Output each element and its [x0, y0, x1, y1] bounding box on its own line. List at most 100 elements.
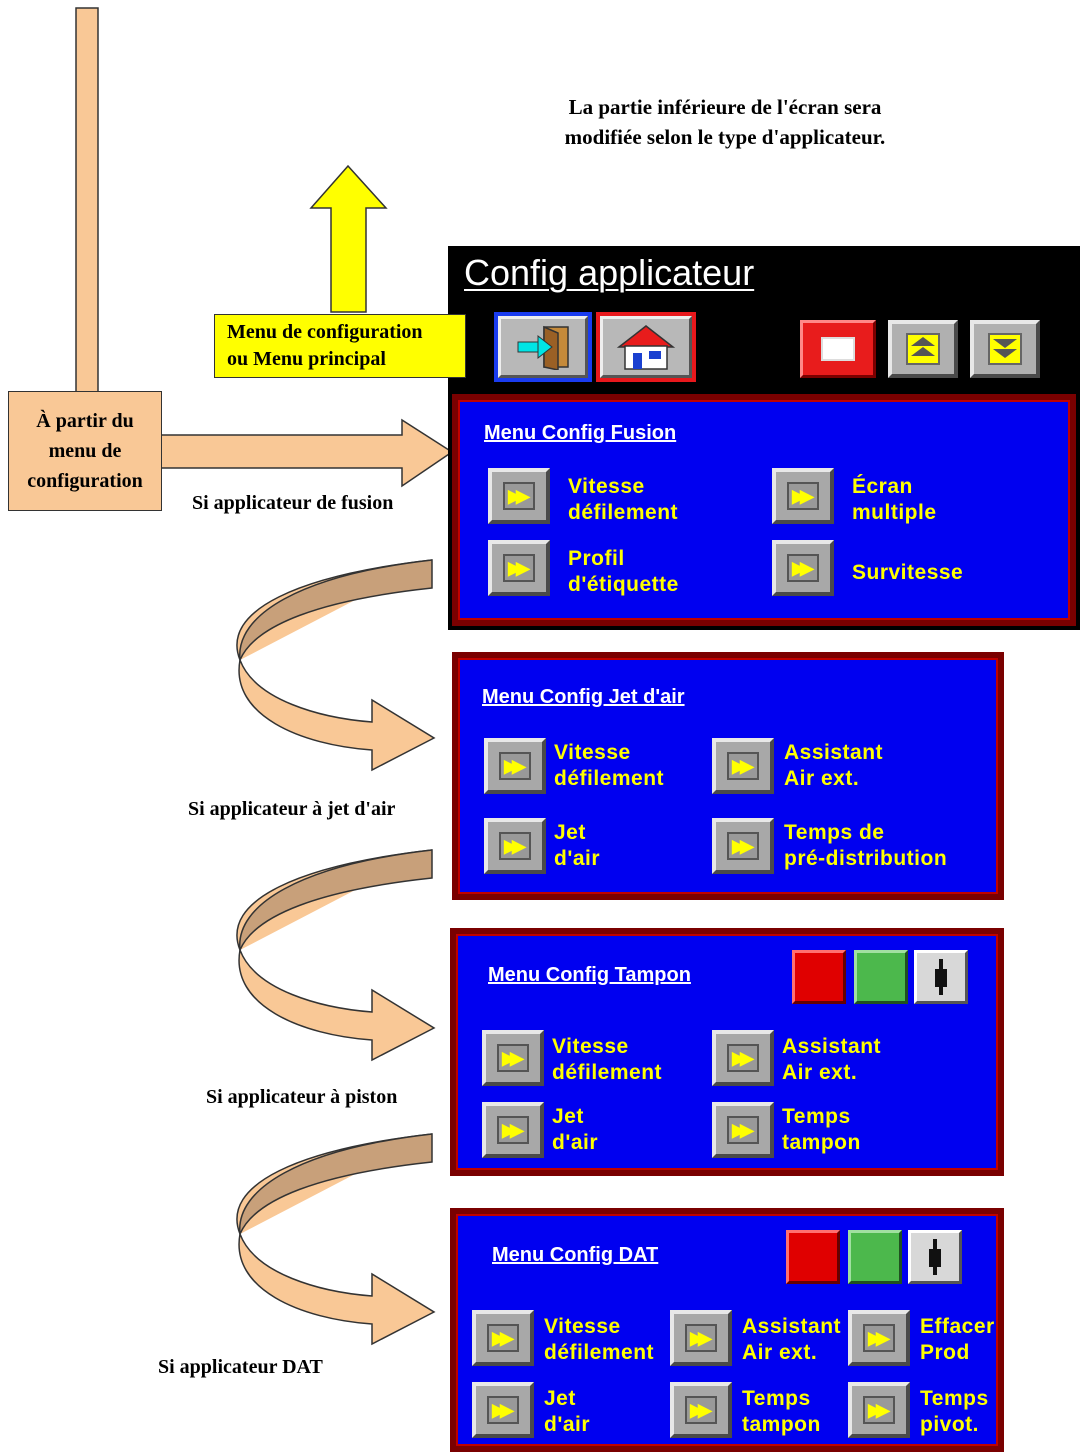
top-note: La partie inférieure de l'écran sera mod…: [520, 92, 930, 152]
dat-green-button[interactable]: [848, 1230, 902, 1284]
fast-forward-icon: ▶▶: [727, 1044, 759, 1072]
dat-assistant-button[interactable]: ▶▶: [670, 1310, 732, 1366]
dat-vitesse-label: Vitesse défilement: [544, 1315, 655, 1364]
dat-red-button[interactable]: [786, 1230, 840, 1284]
fast-forward-icon: ▶▶: [787, 482, 819, 510]
condition-jet: Si applicateur à jet d'air: [188, 798, 396, 820]
dat-temps-pivot-label: Temps pivot.: [920, 1387, 989, 1436]
fusion-vitesse-label: Vitesse défilement: [568, 475, 679, 524]
fast-forward-icon: ▶▶: [497, 1116, 529, 1144]
jet-temps-label: Temps de pré-distribution: [784, 821, 948, 870]
jet-assistant-label: Assistant Air ext.: [784, 741, 884, 790]
dat-effacer-label: Effacer Prod: [920, 1315, 995, 1364]
fusion-panel: Menu Config Fusion ▶▶ Vitesse défilement…: [452, 394, 1076, 626]
condition-piston: Si applicateur à piston: [206, 1086, 398, 1108]
curved-arrow-2: [236, 849, 436, 1062]
jet-vitesse-label: Vitesse défilement: [554, 741, 665, 790]
piston-icon: [929, 1239, 941, 1275]
jet-panel: Menu Config Jet d'air ▶▶ Vitesse défilem…: [452, 652, 1004, 900]
dat-effacer-button[interactable]: ▶▶: [848, 1310, 910, 1366]
tampon-panel: Menu Config Tampon ▶▶ Vitesse défilement…: [450, 928, 1004, 1176]
curved-arrow-1: [236, 559, 436, 772]
jet-jet-label: Jet d'air: [554, 821, 601, 870]
yellow-callout-line-1: Menu de configuration: [227, 321, 423, 343]
tampon-temps-label: Temps tampon: [782, 1105, 861, 1154]
fusion-survitesse-label: Survitesse: [852, 561, 964, 584]
fast-forward-icon: ▶▶: [727, 832, 759, 860]
fast-forward-icon: ▶▶: [863, 1396, 895, 1424]
fast-forward-icon: ▶▶: [503, 554, 535, 582]
fast-forward-icon: ▶▶: [787, 554, 819, 582]
fusion-panel-title: Menu Config Fusion: [484, 422, 677, 444]
yellow-up-arrow: [309, 164, 388, 313]
right-arrow-to-fusion: [159, 418, 454, 488]
fusion-vitesse-button[interactable]: ▶▶: [488, 468, 550, 524]
dat-jet-label: Jet d'air: [544, 1387, 591, 1436]
vertical-arrow-shaft: [75, 7, 99, 393]
dat-panel-title: Menu Config DAT: [492, 1244, 659, 1266]
tampon-assistant-label: Assistant Air ext.: [782, 1035, 882, 1084]
page-down-icon: [988, 333, 1022, 365]
fast-forward-icon: ▶▶: [685, 1396, 717, 1424]
dat-piston-button[interactable]: [908, 1230, 962, 1284]
tampon-piston-button[interactable]: [914, 950, 968, 1004]
dat-panel: Menu Config DAT ▶▶ Vitesse défilement ▶▶…: [450, 1208, 1004, 1452]
stop-square-icon: [821, 337, 855, 361]
condition-fusion: Si applicateur de fusion: [192, 492, 394, 514]
fast-forward-icon: ▶▶: [499, 832, 531, 860]
tampon-vitesse-button[interactable]: ▶▶: [482, 1030, 544, 1086]
tampon-assistant-button[interactable]: ▶▶: [712, 1030, 774, 1086]
orange-callout-line-2: menu de: [48, 440, 122, 462]
dat-jet-button[interactable]: ▶▶: [472, 1382, 534, 1438]
jet-vitesse-button[interactable]: ▶▶: [484, 738, 546, 794]
exit-door-icon: [517, 325, 569, 370]
fusion-profil-button[interactable]: ▶▶: [488, 540, 550, 596]
home-button[interactable]: [596, 312, 696, 382]
jet-jet-button[interactable]: ▶▶: [484, 818, 546, 874]
page-up-button[interactable]: [888, 320, 958, 378]
stop-button[interactable]: [800, 320, 876, 378]
top-note-line-1: La partie inférieure de l'écran sera: [568, 95, 882, 119]
top-note-line-2: modifiée selon le type d'applicateur.: [564, 125, 886, 149]
tampon-temps-button[interactable]: ▶▶: [712, 1102, 774, 1158]
orange-callout-line-1: À partir du: [36, 410, 134, 432]
dat-temps-pivot-button[interactable]: ▶▶: [848, 1382, 910, 1438]
page-up-icon: [906, 333, 940, 365]
condition-dat: Si applicateur DAT: [158, 1356, 323, 1378]
dat-assistant-label: Assistant Air ext.: [742, 1315, 842, 1364]
jet-assistant-button[interactable]: ▶▶: [712, 738, 774, 794]
piston-icon: [935, 959, 947, 995]
fast-forward-icon: ▶▶: [503, 482, 535, 510]
fast-forward-icon: ▶▶: [863, 1324, 895, 1352]
tampon-vitesse-label: Vitesse défilement: [552, 1035, 663, 1084]
page-down-button[interactable]: [970, 320, 1040, 378]
tampon-green-button[interactable]: [854, 950, 908, 1004]
orange-callout: À partir du menu de configuration: [8, 391, 162, 511]
fusion-survitesse-button[interactable]: ▶▶: [772, 540, 834, 596]
fast-forward-icon: ▶▶: [727, 1116, 759, 1144]
curved-arrow-3: [236, 1133, 436, 1346]
fusion-profil-label: Profil d'étiquette: [568, 547, 679, 596]
yellow-callout: Menu de configuration ou Menu principal: [214, 314, 466, 378]
fast-forward-icon: ▶▶: [487, 1324, 519, 1352]
fusion-ecran-button[interactable]: ▶▶: [772, 468, 834, 524]
tampon-red-button[interactable]: [792, 950, 846, 1004]
jet-panel-title: Menu Config Jet d'air: [482, 686, 685, 708]
fast-forward-icon: ▶▶: [487, 1396, 519, 1424]
home-icon: [616, 325, 676, 370]
tampon-jet-button[interactable]: ▶▶: [482, 1102, 544, 1158]
fast-forward-icon: ▶▶: [727, 752, 759, 780]
orange-callout-line-3: configuration: [27, 470, 143, 492]
tampon-jet-label: Jet d'air: [552, 1105, 599, 1154]
fusion-ecran-label: Écran multiple: [852, 475, 937, 524]
fast-forward-icon: ▶▶: [497, 1044, 529, 1072]
dat-temps-tampon-label: Temps tampon: [742, 1387, 821, 1436]
jet-temps-button[interactable]: ▶▶: [712, 818, 774, 874]
dat-temps-tampon-button[interactable]: ▶▶: [670, 1382, 732, 1438]
page-title: Config applicateur: [464, 252, 755, 293]
fast-forward-icon: ▶▶: [685, 1324, 717, 1352]
dat-vitesse-button[interactable]: ▶▶: [472, 1310, 534, 1366]
exit-button[interactable]: [494, 312, 592, 382]
yellow-callout-line-2: ou Menu principal: [227, 348, 386, 370]
